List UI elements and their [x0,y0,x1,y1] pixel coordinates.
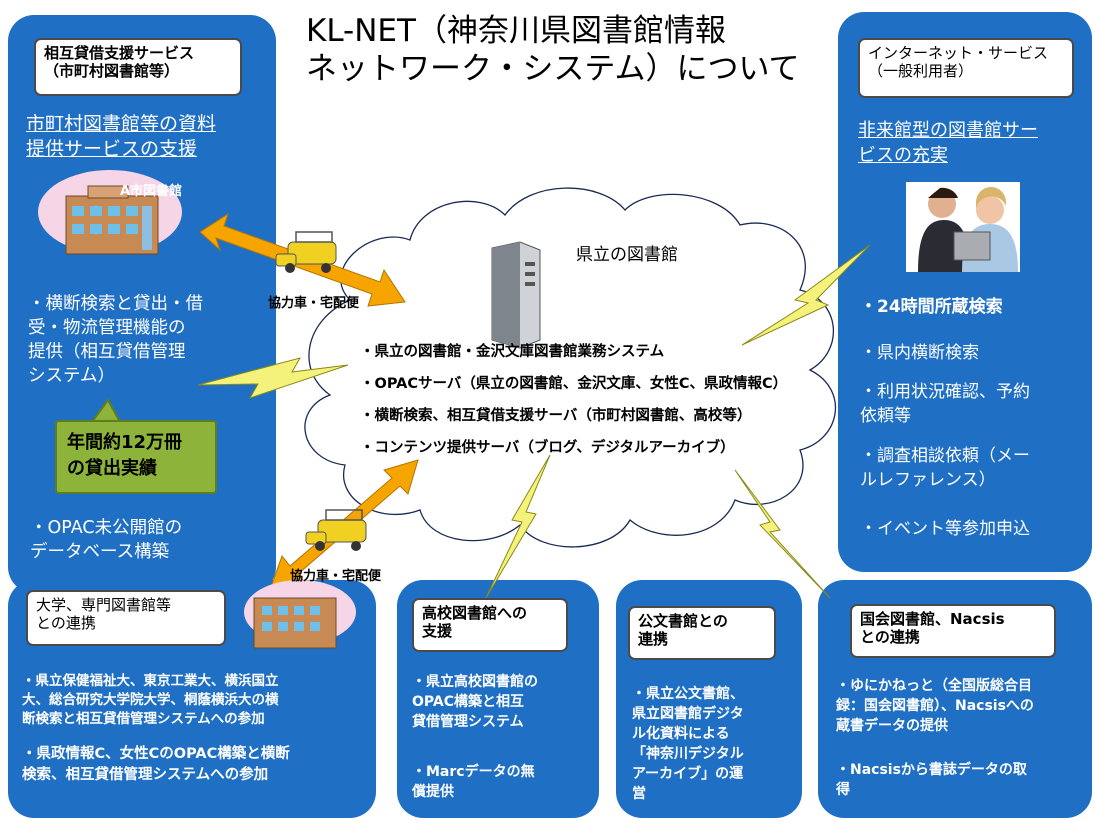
loan-stat-box: 年間約12万冊 の貸出実績 [55,420,217,494]
delivery-label-bottom: 協力車・宅配便 [290,569,382,584]
delivery-van-icon [275,231,337,273]
diagram-title: KL-NET（神奈川県図書館情報 ネットワーク・システム）について [306,13,800,87]
left-panel-heading: 市町村図書館等の資料 提供サービスの支援 [26,113,217,160]
cloud-item-2: ・OPACサーバ（県立の図書館、金沢文庫、女性C、県政情報C） [360,376,788,392]
lightning-bolt-left [197,357,349,399]
server-icon [491,241,541,349]
cloud-item-3: ・横断検索、相互貸借支援サーバ（市町村図書館、高校等） [360,408,752,424]
left-panel-label: 相互貸借支援サービス （市町村図書館等） [34,38,242,96]
delivery-van-icon-bottom [305,509,367,551]
national-bullet-1: ・ゆにかねっと（全国版総合目 録：国会図書館）、Nacsisへの 蔵書データの提… [836,678,1034,734]
library-building-icon [38,170,182,255]
library-cloud [304,187,837,548]
left-panel-bullet-1: ・横断検索と貸出・借 受・物流管理機能の 提供（相互貸借管理 システム） [28,294,203,386]
archives-panel-label: 公文書館との 連携 [628,606,776,660]
left-panel-bullet-2: ・OPAC未公開館の データベース構築 [30,518,183,562]
right-item-3: ・利用状況確認、予約 依頼等 [860,382,1030,426]
users-at-computer-photo [906,182,1020,272]
university-building-icon [244,580,356,649]
building-label: A市図書館 [120,184,183,199]
right-item-5: ・イベント等参加申込 [860,519,1030,539]
university-bullet-2: ・県政情報C、女性CのOPAC構築と横断 検索、相互貸借管理システムへの参加 [22,746,290,783]
right-item-1: ・24時間所蔵検索 [860,297,1003,317]
school-bullet-1: ・県立高校図書館の OPAC構築と相互 貸借管理システム [412,674,538,730]
lightning-bolt-right [741,244,871,346]
national-bullet-2: ・Nacsisから書誌データの取 得 [836,762,1027,798]
school-panel-label: 高校図書館への 支援 [412,598,568,652]
cloud-item-1: ・県立の図書館・金沢文庫図書館業務システム [360,344,665,360]
right-panel-label: インターネット・サービス （一般利用者） [858,38,1074,98]
right-panel [838,12,1092,572]
cloud-item-4: ・コンテンツ提供サーバ（ブログ、デジタルアーカイブ） [360,440,735,456]
delivery-label-top: 協力車・宅配便 [268,296,360,311]
right-item-2: ・県内横断検索 [860,343,979,363]
university-panel-label: 大学、専門図書館等 との連携 [26,590,226,646]
school-bullet-2: ・Marcデータの無 償提供 [412,764,535,800]
national-panel-label: 国会図書館、Nacsis との連携 [850,604,1056,658]
left-panel [8,15,276,593]
archives-bullet-1: ・県立公文書館、 県立図書館デジタ ル化資料による 「神奈川デジタル アーカイブ… [632,686,744,802]
cloud-title: 県立の図書館 [576,245,678,265]
lightning-bolt-national [734,469,831,599]
university-bullet-1: ・県立保健福祉大、東京工業大、横浜国立 大、総合研究大学院大学、桐蔭横浜大の横 … [22,673,279,727]
right-item-4: ・調査相談依頼（メー ルレファレンス） [860,446,1030,490]
right-panel-heading: 非来館型の図書館サー ビスの充実 [858,120,1038,166]
stat-callout-pointer [90,398,122,423]
